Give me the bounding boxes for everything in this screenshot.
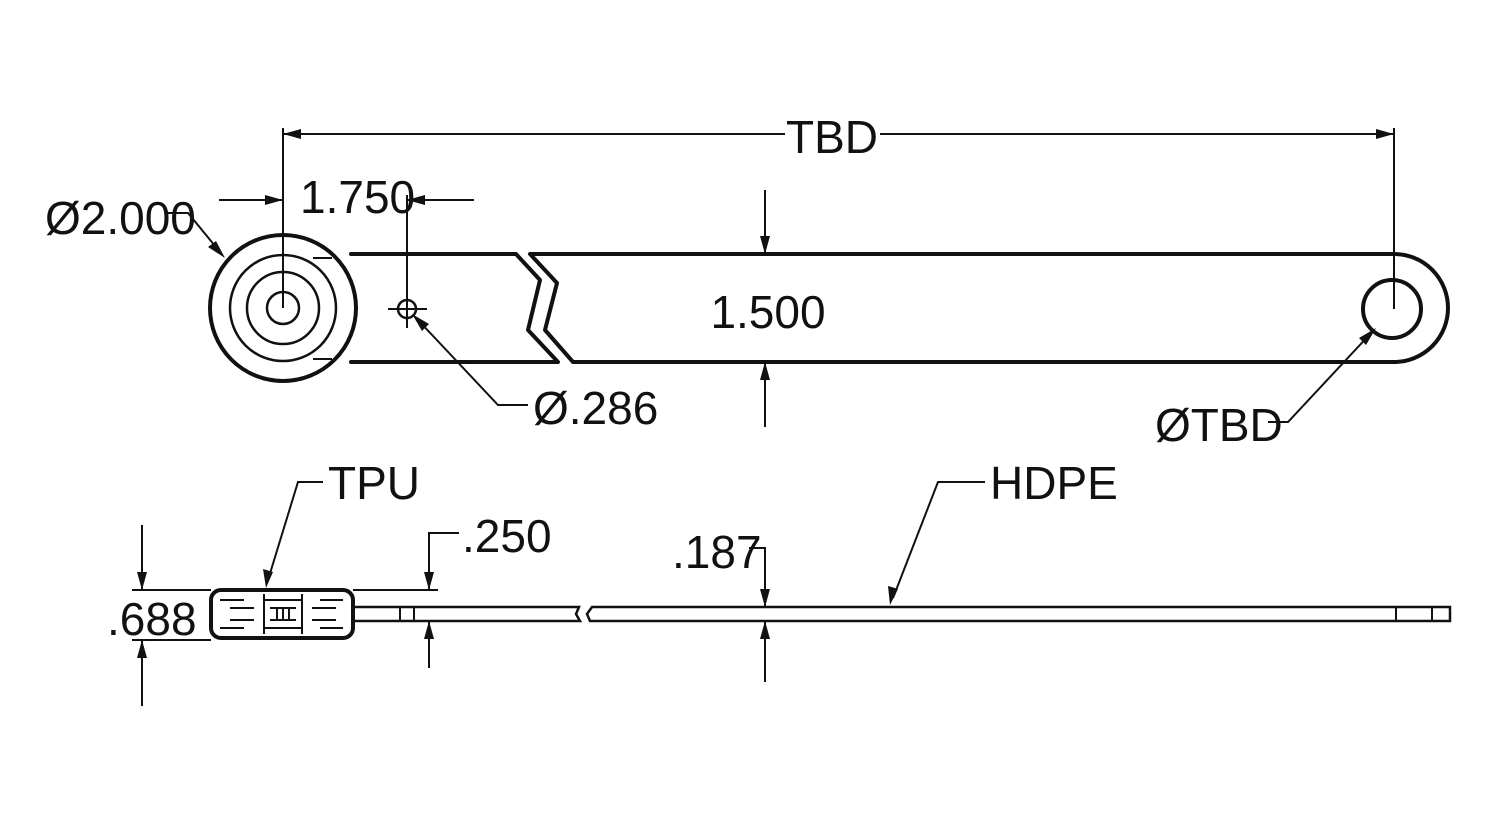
leader-line	[417, 319, 528, 406]
arrowhead	[137, 640, 147, 658]
arrowhead	[760, 621, 770, 639]
arrowhead	[283, 129, 301, 139]
small-hole-diameter-label: Ø.286	[533, 382, 658, 434]
arm-thickness-tpu-label: .250	[462, 510, 552, 562]
arrowhead	[888, 586, 898, 605]
arrowhead	[424, 621, 434, 639]
arrowhead	[760, 589, 770, 607]
arrowhead	[760, 236, 770, 254]
small-hole-diameter-value: .286	[569, 382, 659, 434]
arm-thickness-hdpe-label: .187	[672, 526, 762, 578]
leader-line	[892, 481, 985, 599]
arm-left-segment	[349, 252, 560, 364]
arm-right-segment	[528, 252, 1450, 364]
arrowhead	[412, 314, 429, 331]
leader-line	[267, 481, 323, 581]
leader-line	[1268, 331, 1373, 423]
end-hole-diameter-label: ØTBD	[1155, 399, 1283, 451]
overall-length-label: TBD	[786, 111, 878, 163]
arrowhead	[137, 572, 147, 590]
hdpe-material-label: HDPE	[990, 457, 1118, 509]
diameter-symbol: Ø	[1155, 399, 1191, 451]
top-view: TBD Ø2.000 1.750 Ø.286 1.500 ØTBD	[45, 111, 1450, 451]
hub-thickness-label: .688	[107, 593, 197, 645]
dimension-line	[428, 532, 459, 590]
arrowhead	[407, 195, 425, 205]
side-view: .688 .250 .187 TPU HDPE	[107, 457, 1452, 706]
end-hole	[1361, 278, 1423, 340]
arm-side-right	[585, 605, 1452, 623]
dimension-line	[749, 547, 766, 607]
leader-line	[168, 212, 221, 253]
arrowhead	[208, 241, 225, 258]
arrowhead	[1376, 129, 1394, 139]
arrowhead	[424, 572, 434, 590]
hub-diameter-label: Ø2.000	[45, 192, 196, 244]
arrowhead	[760, 362, 770, 380]
arm-side-left	[353, 605, 583, 623]
end-hole-diameter-value: TBD	[1191, 399, 1283, 451]
tpu-material-label: TPU	[328, 457, 420, 509]
hole-offset-label: 1.750	[300, 171, 415, 223]
arrowhead	[1359, 328, 1376, 345]
hub-side-detail	[220, 599, 343, 629]
arrowhead	[265, 195, 283, 205]
diameter-symbol: Ø	[533, 382, 569, 434]
arrowhead	[263, 569, 273, 588]
arm-width-label: 1.500	[710, 286, 825, 338]
hub-side-profile	[209, 588, 355, 640]
